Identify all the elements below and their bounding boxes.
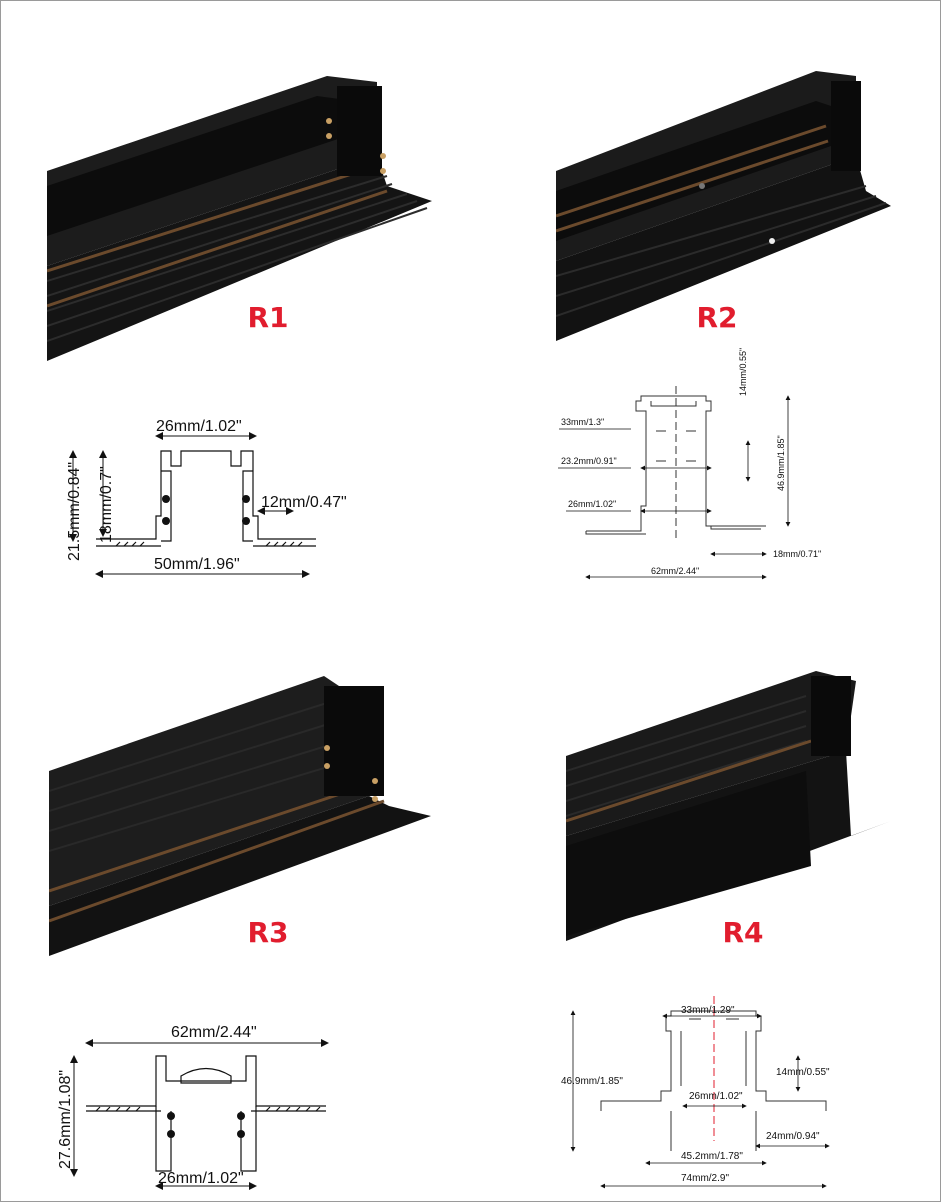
r1-dimension-drawing: 26mm/1.02" 21.5mm/0.84" 18mm/0.7" 12mm/0…	[61, 411, 361, 586]
r2-dim-flange: 18mm/0.71"	[773, 549, 821, 559]
r4-dim-height: 46.9mm/1.85"	[561, 1076, 623, 1087]
r1-dim-side: 12mm/0.47"	[261, 494, 347, 511]
r3-dim-height: 27.6mm/1.08"	[57, 1070, 74, 1169]
r1-profile-render	[47, 76, 437, 361]
r2-profile-render	[556, 71, 896, 341]
r2-dim-width-inner: 23.2mm/0.91"	[561, 456, 617, 466]
r2-label: R2	[696, 301, 738, 334]
r4-profile-render	[566, 671, 896, 941]
r4-dim-bottom: 74mm/2.9"	[681, 1173, 729, 1184]
r1-dim-top: 26mm/1.02"	[156, 418, 242, 435]
r3-label: R3	[247, 916, 289, 949]
r4-dim-span: 45.2mm/1.78"	[681, 1151, 743, 1162]
r2-dimension-drawing: 33mm/1.3" 23.2mm/0.91" 26mm/1.02" 14mm/0…	[556, 341, 846, 586]
r4-label: R4	[722, 916, 764, 949]
r2-dim-width-outer: 33mm/1.3"	[561, 417, 604, 427]
r2-dim-width-base: 26mm/1.02"	[568, 499, 616, 509]
r1-dim-height-outer: 21.5mm/0.84"	[66, 462, 83, 561]
r1-label: R1	[247, 301, 289, 334]
r1-dim-bottom: 50mm/1.96"	[154, 556, 240, 573]
r2-dim-top-gap: 14mm/0.55"	[738, 348, 748, 396]
r3-dimension-drawing: 62mm/2.44" 27.6mm/1.08" 26mm/1.02"	[56, 1021, 356, 1196]
r3-dim-top: 62mm/2.44"	[171, 1024, 257, 1041]
r3-profile-render	[49, 676, 434, 956]
r4-dim-top: 33mm/1.29"	[681, 1005, 735, 1016]
r2-dim-bottom: 62mm/2.44"	[651, 566, 699, 576]
r4-dim-gap: 14mm/0.55"	[776, 1067, 830, 1078]
r4-dim-flange: 24mm/0.94"	[766, 1131, 820, 1142]
r3-dim-bottom: 26mm/1.02"	[158, 1170, 244, 1187]
r2-dim-height: 46.9mm/1.85"	[776, 435, 786, 491]
r4-dimension-drawing: 33mm/1.29" 46.9mm/1.85" 14mm/0.55" 26mm/…	[561, 951, 851, 1196]
r1-dim-height-inner: 18mm/0.7"	[98, 466, 115, 543]
r4-dim-inner: 26mm/1.02"	[689, 1091, 743, 1102]
